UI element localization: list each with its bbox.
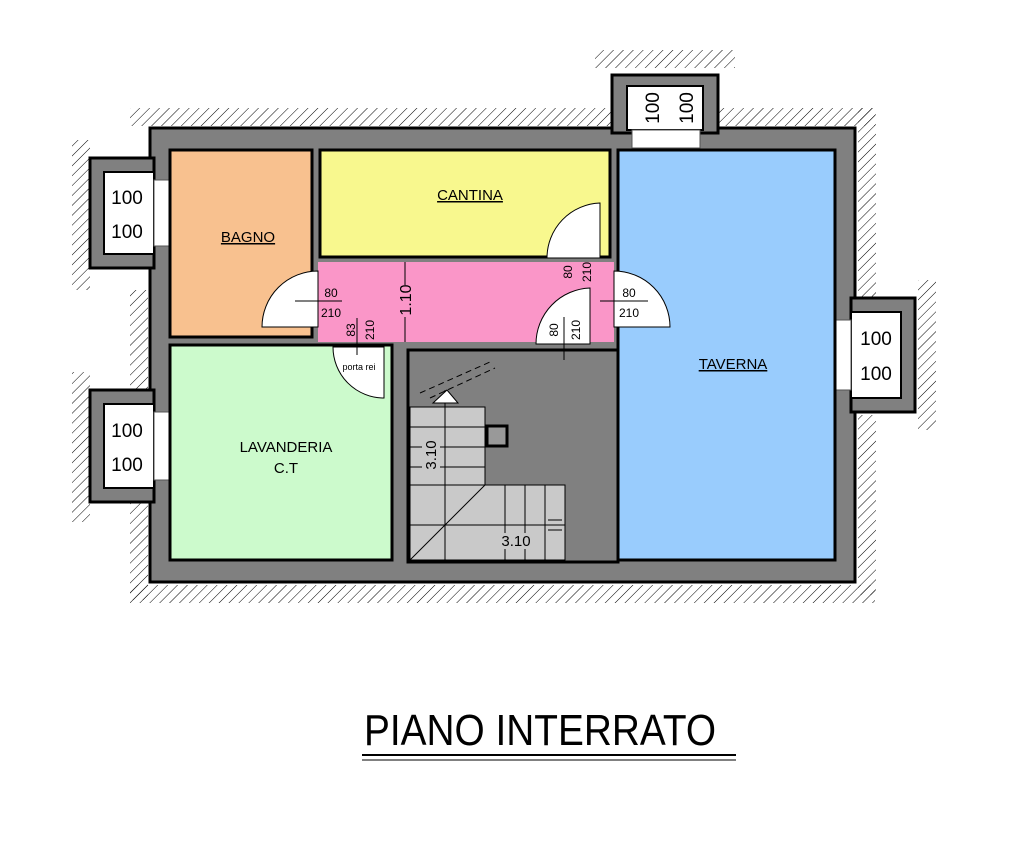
door-stairs <box>535 287 591 345</box>
door-lavanderia <box>332 346 385 399</box>
door-cantina-width: 80 <box>561 265 575 279</box>
window-left-upper-height: 100 <box>111 222 143 243</box>
door-bagno-width: 80 <box>324 286 338 300</box>
doors <box>261 202 671 399</box>
window-top-width: 100 <box>643 92 664 124</box>
dim-stairs-width: 3.10 <box>501 533 530 550</box>
door-lavanderia-note: porta rei <box>342 362 375 372</box>
door-stairs-width: 80 <box>547 323 561 337</box>
door-taverna-height: 210 <box>619 306 639 320</box>
window-left-upper-width: 100 <box>111 188 143 209</box>
window-boxes <box>103 85 902 489</box>
label-taverna: TAVERNA <box>699 356 768 373</box>
window-left-lower-height: 100 <box>111 455 143 476</box>
window-top-height: 100 <box>677 92 698 124</box>
door-bagno-height: 210 <box>321 306 341 320</box>
door-taverna-width: 80 <box>622 286 636 300</box>
door-cantina <box>546 202 601 259</box>
dim-corridor-width: 1.10 <box>398 284 415 315</box>
label-bagno: BAGNO <box>221 229 275 246</box>
label-lavanderia: LAVANDERIA <box>240 439 333 456</box>
door-bagno <box>261 270 319 328</box>
door-lavanderia-height: 210 <box>363 320 377 340</box>
window-right-height: 100 <box>860 364 892 385</box>
room-taverna <box>616 148 837 562</box>
dim-stairs-height: 3.10 <box>423 440 440 469</box>
door-stairs-height: 210 <box>569 320 583 340</box>
door-lavanderia-width: 83 <box>344 323 358 337</box>
door-taverna <box>613 270 671 328</box>
window-left-lower-width: 100 <box>111 421 143 442</box>
label-lavanderia-sub: C.T <box>274 460 298 477</box>
window-right-width: 100 <box>860 329 892 350</box>
plan-title: PIANO INTERRATO <box>364 706 716 755</box>
door-cantina-height: 210 <box>580 262 594 282</box>
ground-hatching <box>72 50 936 603</box>
label-cantina: CANTINA <box>437 187 503 204</box>
